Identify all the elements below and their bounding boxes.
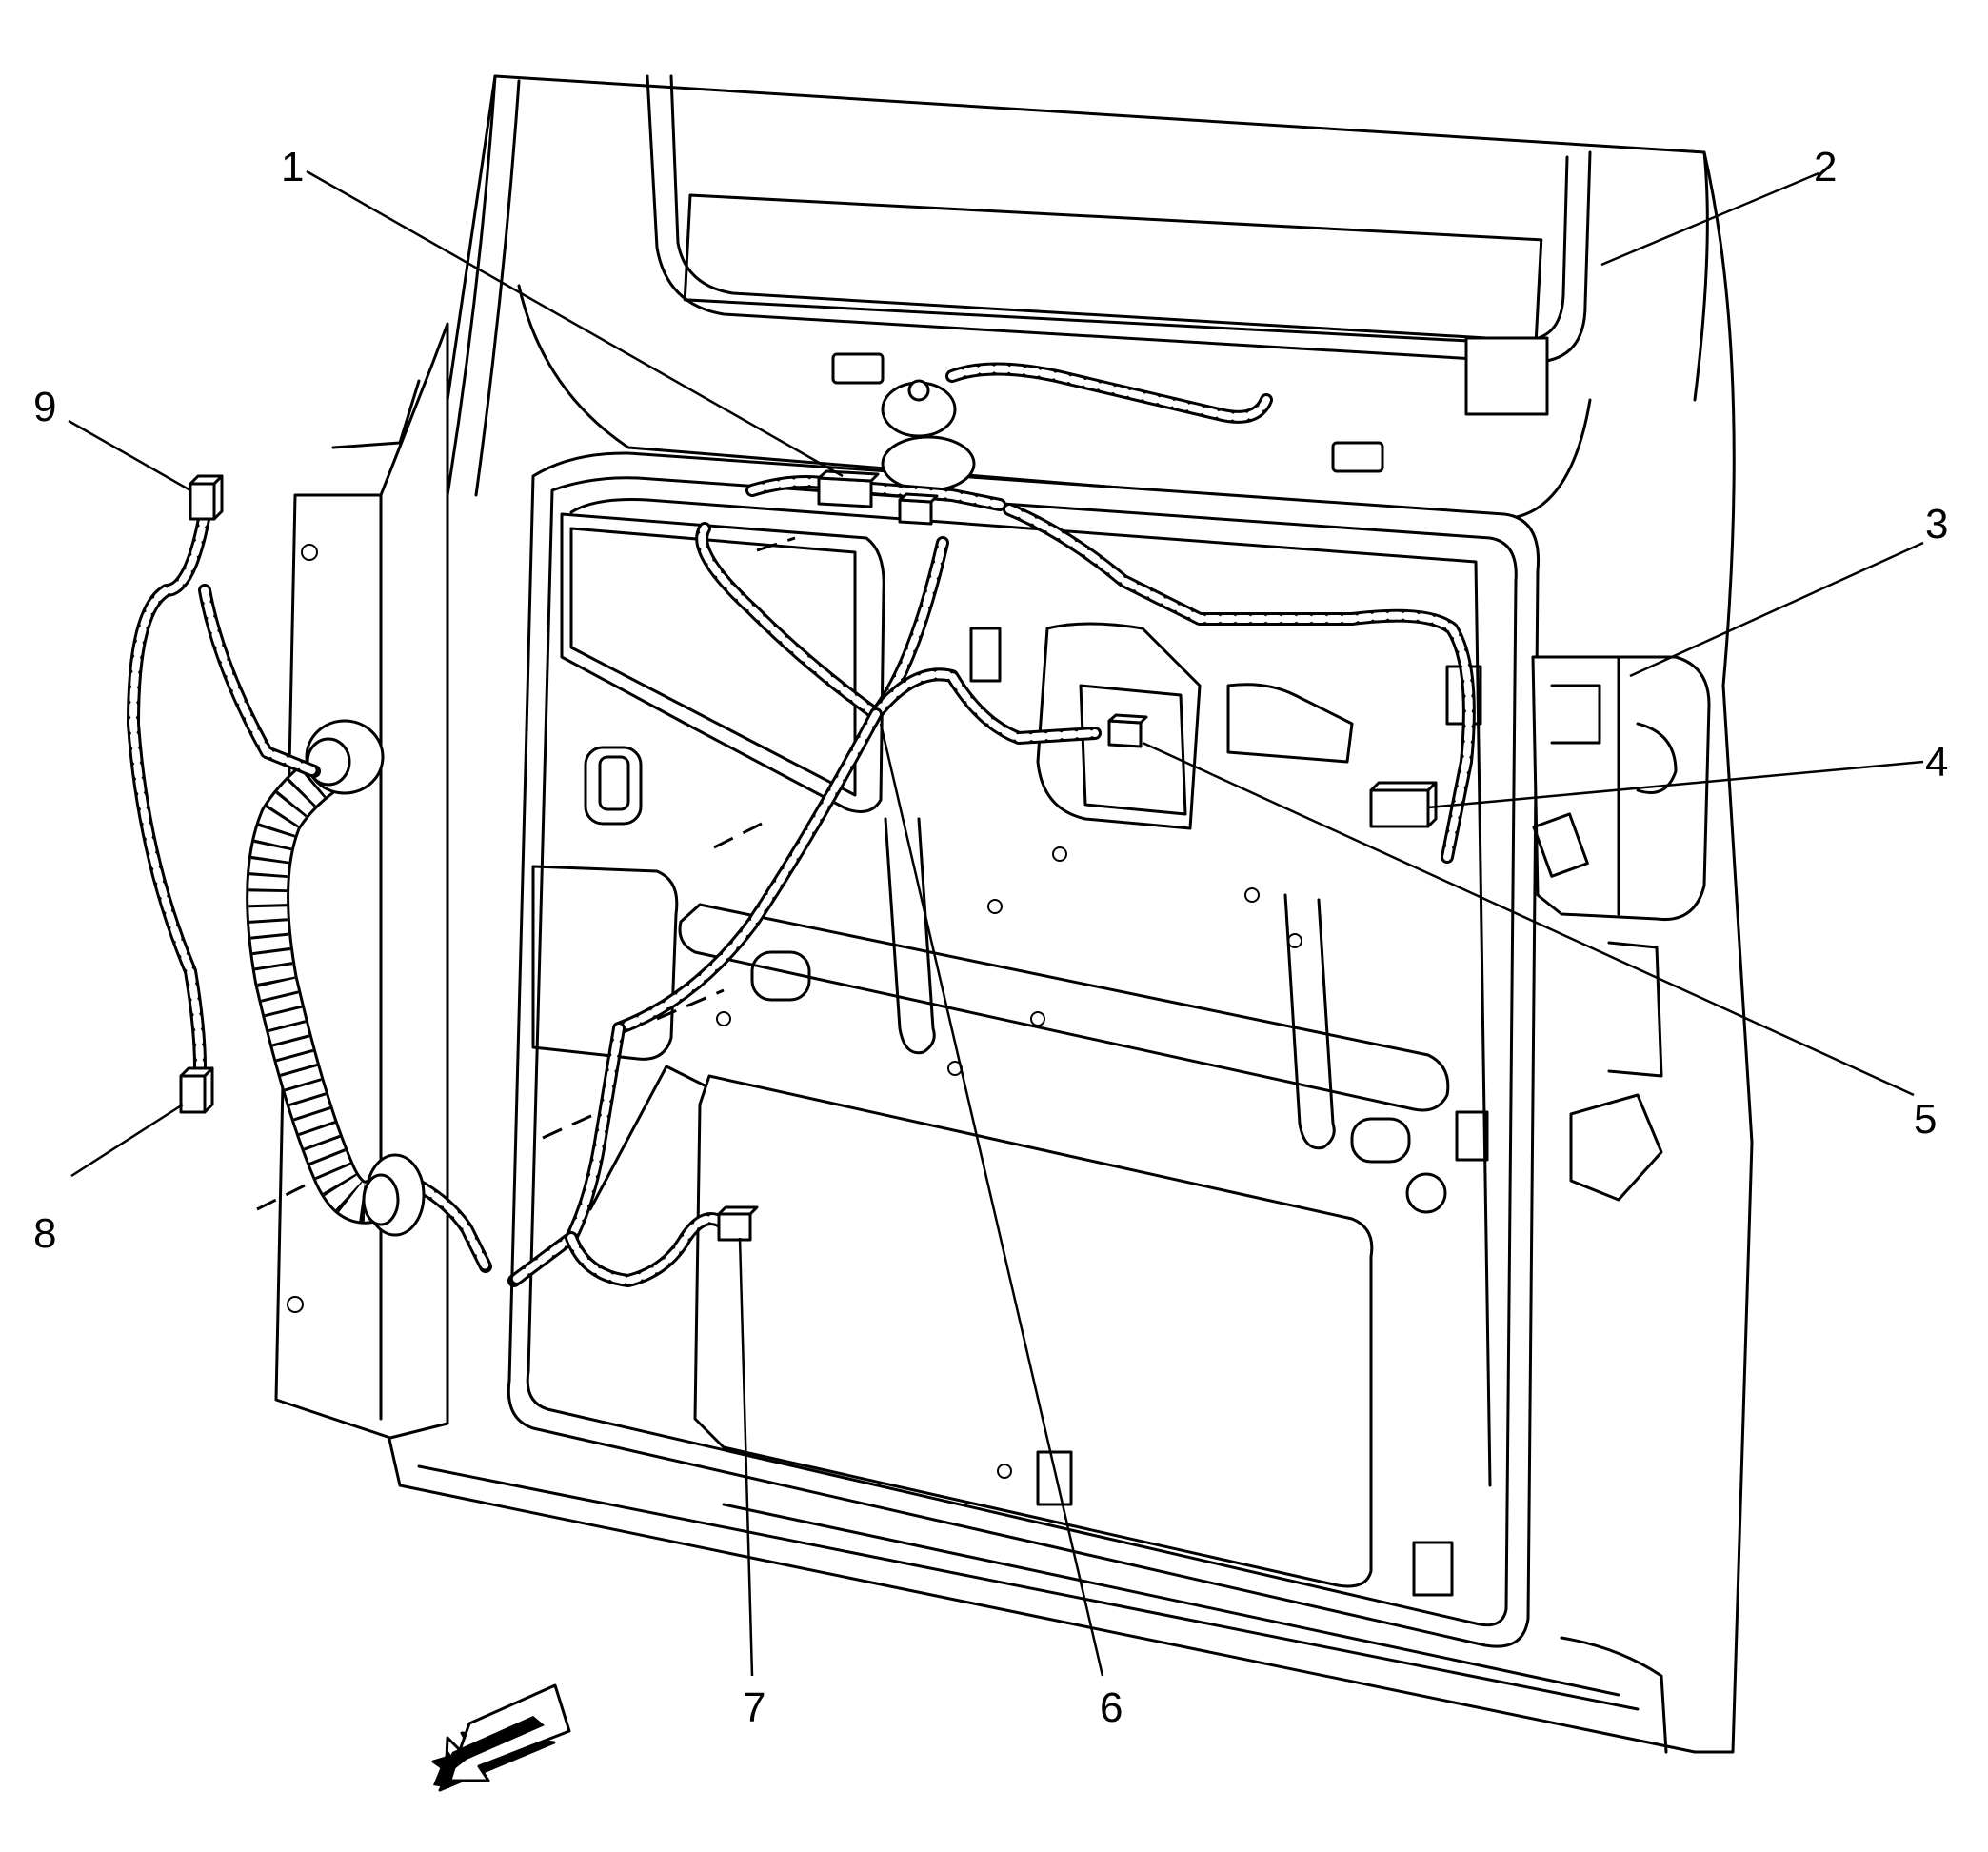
front-arrow-icon xyxy=(431,1683,571,1792)
connector-8 xyxy=(179,1066,214,1114)
connector-9 xyxy=(189,474,224,521)
leader-lines xyxy=(68,169,1924,1677)
latch-assembly xyxy=(1531,655,1711,1202)
hidden-lines xyxy=(256,536,796,1211)
connectors xyxy=(179,469,1438,1242)
callout-4: 4 xyxy=(1925,739,1948,786)
callout-7: 7 xyxy=(743,1684,765,1731)
callout-2: 2 xyxy=(1814,144,1837,190)
callout-3: 3 xyxy=(1925,501,1948,548)
callout-5: 5 xyxy=(1914,1096,1937,1143)
callout-labels: 1 2 3 4 5 6 7 8 9 xyxy=(33,144,1948,1731)
hinge-pillar xyxy=(274,322,449,1440)
connector-4 xyxy=(1107,713,1148,748)
callout-9: 9 xyxy=(33,384,56,430)
exterior-pigtail xyxy=(127,508,321,1073)
connector-1b xyxy=(898,492,939,526)
door-conduit xyxy=(246,719,426,1237)
callout-8: 8 xyxy=(33,1210,56,1257)
window-frame xyxy=(517,74,1592,521)
connector-1 xyxy=(817,469,880,508)
connector-5 xyxy=(1369,781,1438,828)
door-bottom-edge xyxy=(417,1464,1668,1754)
connector-7 xyxy=(717,1205,759,1242)
callout-1: 1 xyxy=(281,144,304,190)
inner-door-panel xyxy=(507,451,1541,1648)
callout-6: 6 xyxy=(1100,1684,1123,1731)
